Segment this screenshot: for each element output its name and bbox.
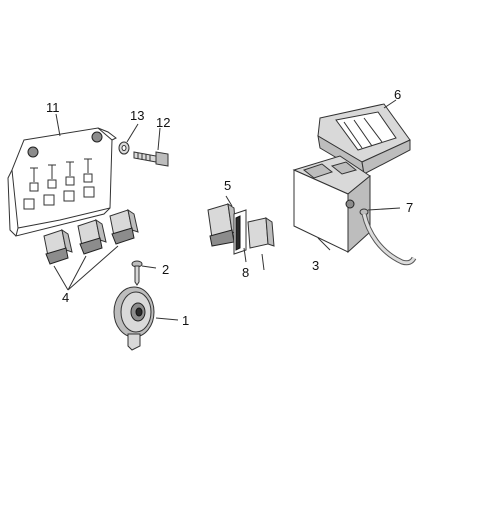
relay-3	[109, 208, 139, 245]
callout-7: 7	[406, 200, 413, 215]
part-6-battery-cover	[317, 99, 411, 175]
part-3-battery	[292, 155, 371, 254]
part-11-mounting-plate	[7, 127, 117, 237]
part-5-bracket	[207, 195, 237, 247]
callout-labels: 11 13 12 4 2 1 5 8 6 7 3	[46, 87, 413, 328]
callout-5: 5	[224, 178, 231, 193]
leader-lines	[55, 113, 265, 271]
callout-11: 11	[46, 100, 60, 115]
callout-1: 1	[182, 313, 189, 328]
callout-13: 13	[130, 108, 144, 123]
callout-8: 8	[242, 265, 249, 280]
callout-3: 3	[312, 258, 319, 273]
part-2-screw	[131, 260, 157, 286]
callout-6: 6	[394, 87, 401, 102]
part-1-horn	[113, 286, 179, 351]
part-7-vent-tube	[359, 207, 417, 266]
part-8-relay-holder	[233, 209, 275, 263]
callout-2: 2	[162, 262, 169, 277]
callout-4: 4	[62, 290, 69, 305]
part-12-bolt	[133, 151, 169, 167]
callout-12: 12	[156, 115, 170, 130]
part-13-washer	[118, 141, 130, 155]
relay-1	[43, 228, 73, 265]
relay-2	[77, 218, 107, 255]
part-4-relays	[43, 208, 139, 291]
